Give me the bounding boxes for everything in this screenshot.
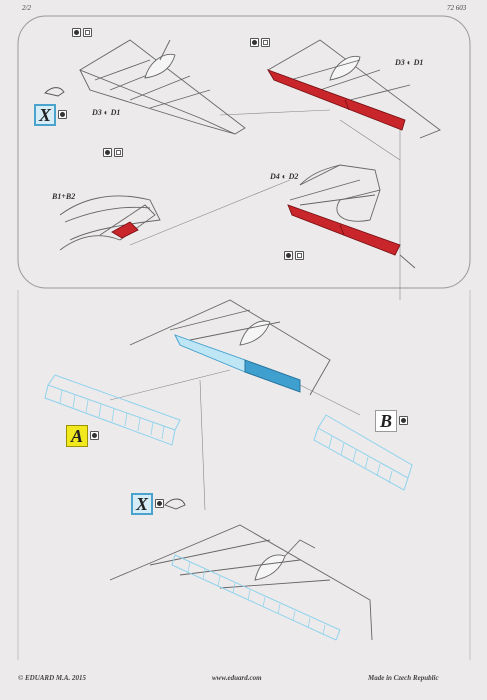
fold-refs: B1+B2 — [52, 192, 76, 201]
bend-icon — [155, 499, 164, 508]
flap-fold-detail — [59, 195, 161, 251]
red-fold-part — [111, 221, 139, 239]
wing-lowered-flap — [287, 164, 416, 269]
fold-icon — [114, 148, 123, 157]
bend-icon — [103, 148, 112, 157]
red-flap-lowered — [287, 204, 401, 256]
wing-top-left — [78, 39, 246, 135]
part-b-label: B — [375, 410, 397, 432]
part-a-label: A — [66, 425, 88, 447]
bend-icon — [399, 416, 408, 425]
bend-icon — [250, 38, 259, 47]
fold-icon — [261, 38, 270, 47]
kit-number: 72 603 — [447, 4, 467, 12]
blue-flap-dark — [244, 359, 301, 393]
fold-icon — [83, 28, 92, 37]
step-x-label-top: X — [34, 104, 56, 126]
cut-tool-icon-2 — [164, 498, 186, 510]
wing-middle — [129, 299, 331, 396]
fold-icon — [295, 251, 304, 260]
copyright: © EDUARD M.A. 2015 — [18, 674, 87, 682]
wing-bottom — [109, 524, 373, 641]
bend-icon — [58, 110, 67, 119]
bend-icon — [90, 431, 99, 440]
detail-panel — [17, 15, 471, 289]
made-in: Made in Czech Republic — [368, 674, 439, 682]
wing-bottom-flap — [171, 554, 341, 641]
flap-red-refs: D3 ◐ D1 — [395, 58, 424, 67]
red-flap-top — [266, 69, 406, 131]
website: www.eduard.com — [212, 674, 262, 682]
cut-tool-icon — [44, 87, 65, 97]
flap-part-b — [313, 414, 413, 491]
step-x-label-bottom: X — [131, 493, 153, 515]
flap-lowered-refs: D4 ◐ D2 — [270, 172, 299, 181]
wing-top-right — [266, 39, 441, 139]
flap-closed-refs: D3 ◐ D1 — [92, 108, 121, 117]
bend-icon — [72, 28, 81, 37]
blue-flap-light — [174, 334, 246, 373]
bend-icon — [284, 251, 293, 260]
page-number: 2/2 — [22, 4, 31, 12]
flap-part-a — [44, 374, 181, 446]
